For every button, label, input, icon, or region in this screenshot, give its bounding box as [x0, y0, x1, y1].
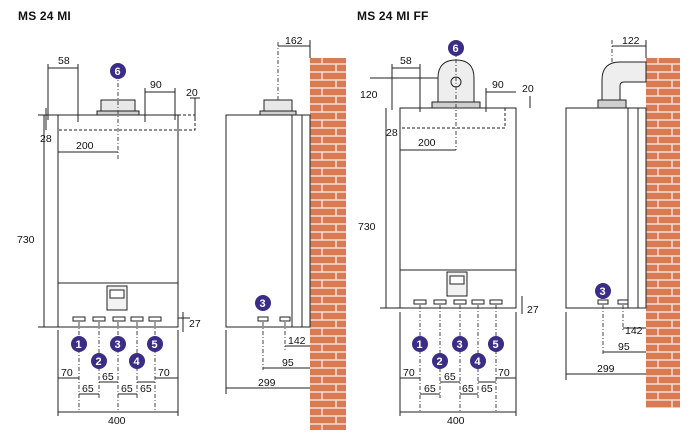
- dim-27-right: 27: [527, 304, 539, 316]
- callouts: 6 1 2 3 4 5 3 6 1 2 3 4 5 3: [71, 40, 611, 369]
- mounting-bracket-outline-right: [399, 107, 506, 129]
- dim-90-right: 90: [492, 79, 504, 91]
- dim-65c-left: 65: [121, 383, 133, 395]
- left-side-view: [225, 40, 311, 394]
- dim-20-left: 20: [186, 87, 198, 99]
- dim-70b-right: 70: [498, 367, 510, 379]
- brick-wall-right: [646, 58, 680, 408]
- dim-200-right: 200: [418, 137, 436, 149]
- dimension-lines: [38, 64, 200, 416]
- dim-65a-left: 65: [82, 383, 94, 395]
- boiler-body-side: [225, 114, 311, 328]
- callout-1-left: 1: [71, 336, 87, 352]
- svg-text:3: 3: [600, 286, 606, 298]
- dim-70a-left: 70: [61, 367, 73, 379]
- callout-3-left: 3: [110, 336, 126, 352]
- svg-text:4: 4: [134, 356, 141, 368]
- svg-text:6: 6: [115, 66, 121, 78]
- callout-1-right: 1: [412, 336, 428, 352]
- dim-400-left: 400: [108, 415, 126, 427]
- side-flue-collar: [259, 110, 297, 116]
- right-model-title: MS 24 MI FF: [357, 9, 429, 23]
- dim-162: 162: [285, 35, 303, 47]
- dim-299-left: 299: [258, 377, 276, 389]
- dim-65d-left: 65: [140, 383, 152, 395]
- dim-20-right: 20: [522, 83, 534, 95]
- dim-27-left: 27: [189, 318, 201, 330]
- dim-65a-right: 65: [424, 383, 436, 395]
- dim-65c-right: 65: [462, 383, 474, 395]
- svg-text:5: 5: [152, 339, 158, 351]
- callout-6-right: 6: [448, 40, 464, 56]
- svg-text:6: 6: [453, 43, 459, 55]
- left-front-view: [38, 64, 200, 416]
- svg-text:1: 1: [417, 339, 423, 351]
- dim-65b-right: 65: [444, 371, 456, 383]
- dim-299-right: 299: [597, 363, 615, 375]
- dim-142-right: 142: [625, 325, 643, 337]
- dim-28-left: 28: [40, 133, 52, 145]
- dim-28-right: 28: [386, 127, 398, 139]
- left-model-title: MS 24 MI: [18, 9, 71, 23]
- dim-70b-left: 70: [158, 367, 170, 379]
- svg-text:2: 2: [437, 356, 443, 368]
- boiler-body-side-right: [565, 107, 647, 309]
- dim-65b-left: 65: [102, 371, 114, 383]
- dim-95-right: 95: [618, 341, 630, 353]
- dim-65d-right: 65: [481, 383, 493, 395]
- svg-text:5: 5: [493, 339, 499, 351]
- dim-400-right: 400: [447, 415, 465, 427]
- right-front-view: [370, 50, 531, 416]
- side-coaxial-elbow: [601, 61, 647, 101]
- dim-58-right: 58: [400, 55, 412, 67]
- boiler-body-front-right: [399, 107, 517, 309]
- callout-5-right: 5: [488, 336, 504, 352]
- mounting-bracket-outline: [57, 114, 196, 131]
- side-flue-stub: [263, 99, 293, 113]
- svg-text:2: 2: [96, 356, 102, 368]
- boiler-body-front: [57, 114, 179, 328]
- dim-200-left: 200: [76, 140, 94, 152]
- svg-text:4: 4: [475, 356, 482, 368]
- brick-wall-left: [310, 58, 346, 430]
- callout-4-right: 4: [470, 353, 486, 369]
- callout-3-side-right: 3: [595, 283, 611, 299]
- right-side-view: [565, 40, 647, 380]
- callout-2-right: 2: [432, 353, 448, 369]
- svg-text:3: 3: [115, 339, 121, 351]
- display-screen: [109, 289, 125, 299]
- svg-text:3: 3: [457, 339, 463, 351]
- dim-90-left: 90: [150, 79, 162, 91]
- dim-70a-right: 70: [403, 367, 415, 379]
- svg-text:3: 3: [260, 298, 266, 310]
- connection-stubs: [72, 316, 162, 322]
- dim-95-left: 95: [282, 357, 294, 369]
- dim-730-right: 730: [358, 221, 376, 233]
- callout-6-left: 6: [110, 63, 126, 79]
- callout-5-left: 5: [147, 336, 163, 352]
- dim-122: 122: [622, 35, 640, 47]
- callout-3-right: 3: [452, 336, 468, 352]
- dim-730-left: 730: [17, 234, 35, 246]
- dim-142-left: 142: [288, 335, 306, 347]
- dim-58-left: 58: [58, 55, 70, 67]
- svg-text:1: 1: [76, 339, 82, 351]
- callout-4-left: 4: [129, 353, 145, 369]
- callout-2-left: 2: [91, 353, 107, 369]
- connection-stubs-right: [413, 299, 503, 305]
- dim-120-right: 120: [360, 89, 378, 101]
- callout-3-side-left: 3: [255, 295, 271, 311]
